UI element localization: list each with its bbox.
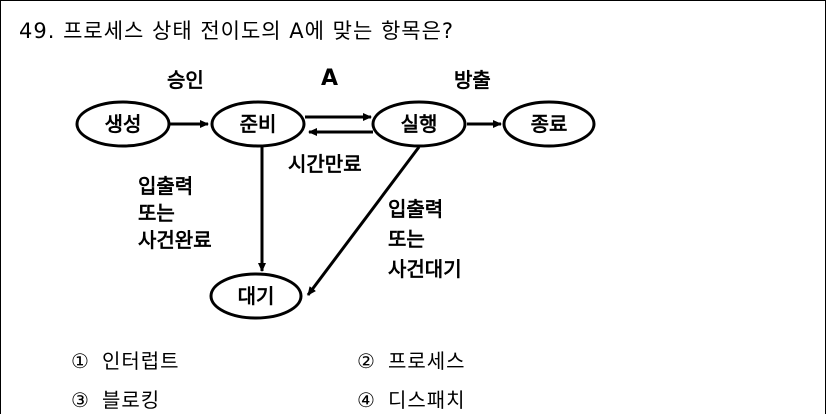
option-1-number: ① xyxy=(71,349,90,373)
label-io-wait-line1: 입출력 xyxy=(138,174,193,198)
question-text: 49. 프로세스 상태 전이도의 A에 맞는 항목은? xyxy=(19,19,455,43)
option-4-number: ④ xyxy=(357,388,376,412)
state-wait: 대기 xyxy=(209,272,303,320)
label-io-event: 입출력 또는 사건대기 xyxy=(388,197,462,281)
option-2-text: 프로세스 xyxy=(387,349,466,373)
label-exit: 방출 xyxy=(454,68,491,92)
state-wait-label: 대기 xyxy=(238,284,275,308)
label-io-event-line1: 입출력 xyxy=(388,197,443,221)
option-4-text: 디스패치 xyxy=(387,388,466,412)
option-4[interactable]: ④ 디스패치 xyxy=(357,384,466,413)
option-3-text: 블로킹 xyxy=(101,388,161,412)
label-admit: 승인 xyxy=(167,68,204,92)
option-1[interactable]: ① 인터럽트 xyxy=(71,345,180,374)
label-a: A xyxy=(321,66,338,91)
label-io-wait-line3: 사건완료 xyxy=(138,228,212,252)
state-ready-label: 준비 xyxy=(240,112,277,136)
option-1-text: 인터럽트 xyxy=(101,349,180,373)
state-create: 생성 xyxy=(75,100,171,148)
label-io-wait-line2: 또는 xyxy=(138,201,175,225)
option-3[interactable]: ③ 블로킹 xyxy=(71,384,160,413)
state-running: 실행 xyxy=(371,100,467,148)
label-io-event-line3: 사건대기 xyxy=(388,257,462,281)
label-io-wait: 입출력 또는 사건완료 xyxy=(138,174,212,252)
arrow-running-to-wait xyxy=(306,146,421,296)
state-terminate-label: 종료 xyxy=(531,112,568,136)
label-timeout: 시간만료 xyxy=(288,152,362,176)
state-terminate: 종료 xyxy=(502,100,596,148)
option-2[interactable]: ② 프로세스 xyxy=(357,345,466,374)
option-2-number: ② xyxy=(357,349,376,373)
option-3-number: ③ xyxy=(71,388,90,412)
state-create-label: 생성 xyxy=(105,112,142,136)
state-ready: 준비 xyxy=(210,100,306,148)
label-io-event-line2: 또는 xyxy=(388,227,425,251)
state-running-label: 실행 xyxy=(401,112,438,136)
